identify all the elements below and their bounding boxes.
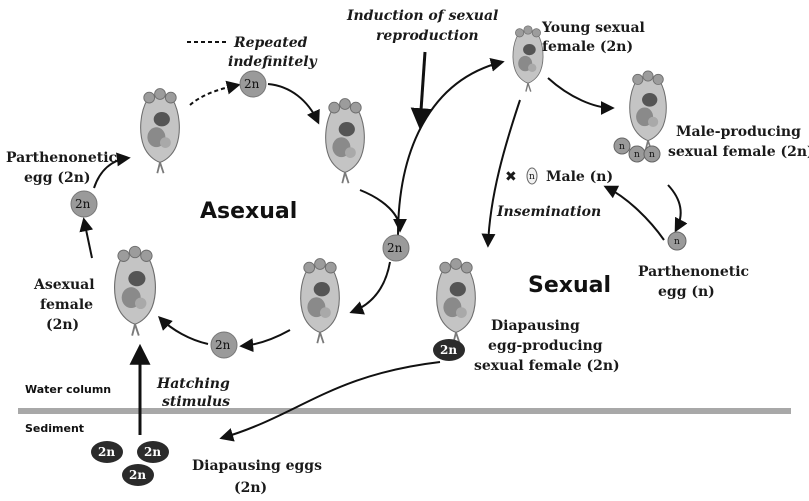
svg-text:2n: 2n xyxy=(440,343,457,357)
rotifer-asexual-bottom xyxy=(301,259,340,344)
hatching-label-2: stimulus xyxy=(162,394,230,410)
rotifer-diapausing-female xyxy=(437,259,476,344)
water-column-label: Water column xyxy=(25,383,111,396)
male-producing-label-1: Male-producing xyxy=(676,124,801,140)
male-label: Male (n) xyxy=(546,169,613,185)
egg-diapausing-sediment-2: 2n xyxy=(137,441,169,463)
rotifer-asexual-female xyxy=(115,246,156,335)
arrow-young-to-male-producing xyxy=(548,78,612,108)
sexual-title: Sexual xyxy=(528,273,611,298)
arrow-egg-center-to-bottom xyxy=(352,262,390,312)
svg-text:indefinitely: indefinitely xyxy=(228,54,318,70)
hatching-label-1: Hatching xyxy=(156,376,230,392)
rotifer-top-left xyxy=(141,89,180,174)
egg-haploid-3: n xyxy=(644,146,660,162)
repeated-legend: Repeated indefinitely xyxy=(187,35,318,70)
svg-text:n: n xyxy=(674,237,680,247)
egg-haploid-2: n xyxy=(629,146,645,162)
young-sexual-label-2: female (2n) xyxy=(542,39,633,55)
induction-label-2: reproduction xyxy=(376,28,479,44)
arrow-induction xyxy=(420,52,425,125)
parth-n-label-2: egg (n) xyxy=(658,284,715,300)
arrow-egg-to-rotifer-mid xyxy=(268,84,318,122)
rotifer-male-producing-female xyxy=(630,71,667,151)
rotifer-young-sexual-female xyxy=(513,26,543,92)
egg-parthenonetic-2n: 2n xyxy=(71,191,97,217)
exclusion-x-mark: ✖ xyxy=(505,169,517,185)
arrow-n-egg-to-male xyxy=(606,187,664,240)
asexual-title: Asexual xyxy=(200,199,297,224)
asexual-female-label-1: Asexual xyxy=(33,277,95,293)
male-rotifer-icon: n xyxy=(527,168,537,184)
arrow-egg-to-young-sexual xyxy=(398,62,502,236)
svg-text:2n: 2n xyxy=(144,445,161,459)
arrow-male-producing-to-n-egg xyxy=(668,185,681,230)
egg-diapausing-on-female: 2n xyxy=(433,339,465,361)
egg-parthenonetic-n: n xyxy=(668,232,686,250)
male-producing-label-2: sexual female (2n) xyxy=(668,144,809,160)
parth-n-label-1: Parthenonetic xyxy=(638,264,749,280)
asexual-female-label-3: (2n) xyxy=(46,317,79,333)
parth-2n-label-1: Parthenonetic xyxy=(6,150,117,166)
young-sexual-label-1: Young sexual xyxy=(541,20,645,36)
diapausing-female-label-2: egg-producing xyxy=(488,338,603,354)
sediment-boundary-line xyxy=(18,408,791,414)
svg-text:2n: 2n xyxy=(98,445,115,459)
egg-diapausing-sediment-3: 2n xyxy=(122,464,154,486)
sediment-label: Sediment xyxy=(25,422,84,435)
arrow-bottom-to-egg xyxy=(242,330,290,346)
arrow-diapausing-to-eggs xyxy=(222,362,440,438)
svg-text:2n: 2n xyxy=(75,197,91,211)
svg-text:n: n xyxy=(634,150,640,160)
diapausing-eggs-label-1: Diapausing eggs xyxy=(192,458,322,474)
arrow-top-to-egg xyxy=(190,85,238,105)
egg-bottom: 2n xyxy=(211,332,237,358)
svg-text:n: n xyxy=(619,142,625,152)
svg-text:n: n xyxy=(649,150,655,160)
arrow-egg-to-asexual-female xyxy=(160,318,208,344)
svg-text:2n: 2n xyxy=(215,338,231,352)
svg-text:n: n xyxy=(529,172,535,182)
insemination-label: Insemination xyxy=(496,204,601,220)
egg-diapausing-sediment-1: 2n xyxy=(91,441,123,463)
svg-text:2n: 2n xyxy=(244,77,260,91)
diapausing-eggs-label-2: (2n) xyxy=(234,480,267,496)
induction-label-1: Induction of sexual xyxy=(346,8,498,24)
arrow-mid-to-egg-center xyxy=(360,190,400,230)
parth-2n-label-2: egg (2n) xyxy=(24,170,91,186)
egg-center: 2n xyxy=(383,235,409,261)
svg-text:Repeated: Repeated xyxy=(233,35,308,51)
arrow-female-to-parth-egg xyxy=(84,220,92,258)
egg-repeated: 2n xyxy=(240,71,266,97)
rotifer-asexual-mid xyxy=(326,99,365,184)
svg-text:2n: 2n xyxy=(387,241,403,255)
asexual-female-label-2: female xyxy=(40,297,93,313)
diapausing-female-label-1: Diapausing xyxy=(491,318,580,334)
svg-text:2n: 2n xyxy=(129,468,146,482)
diapausing-female-label-3: sexual female (2n) xyxy=(474,358,620,374)
egg-haploid-1: n xyxy=(614,138,630,154)
